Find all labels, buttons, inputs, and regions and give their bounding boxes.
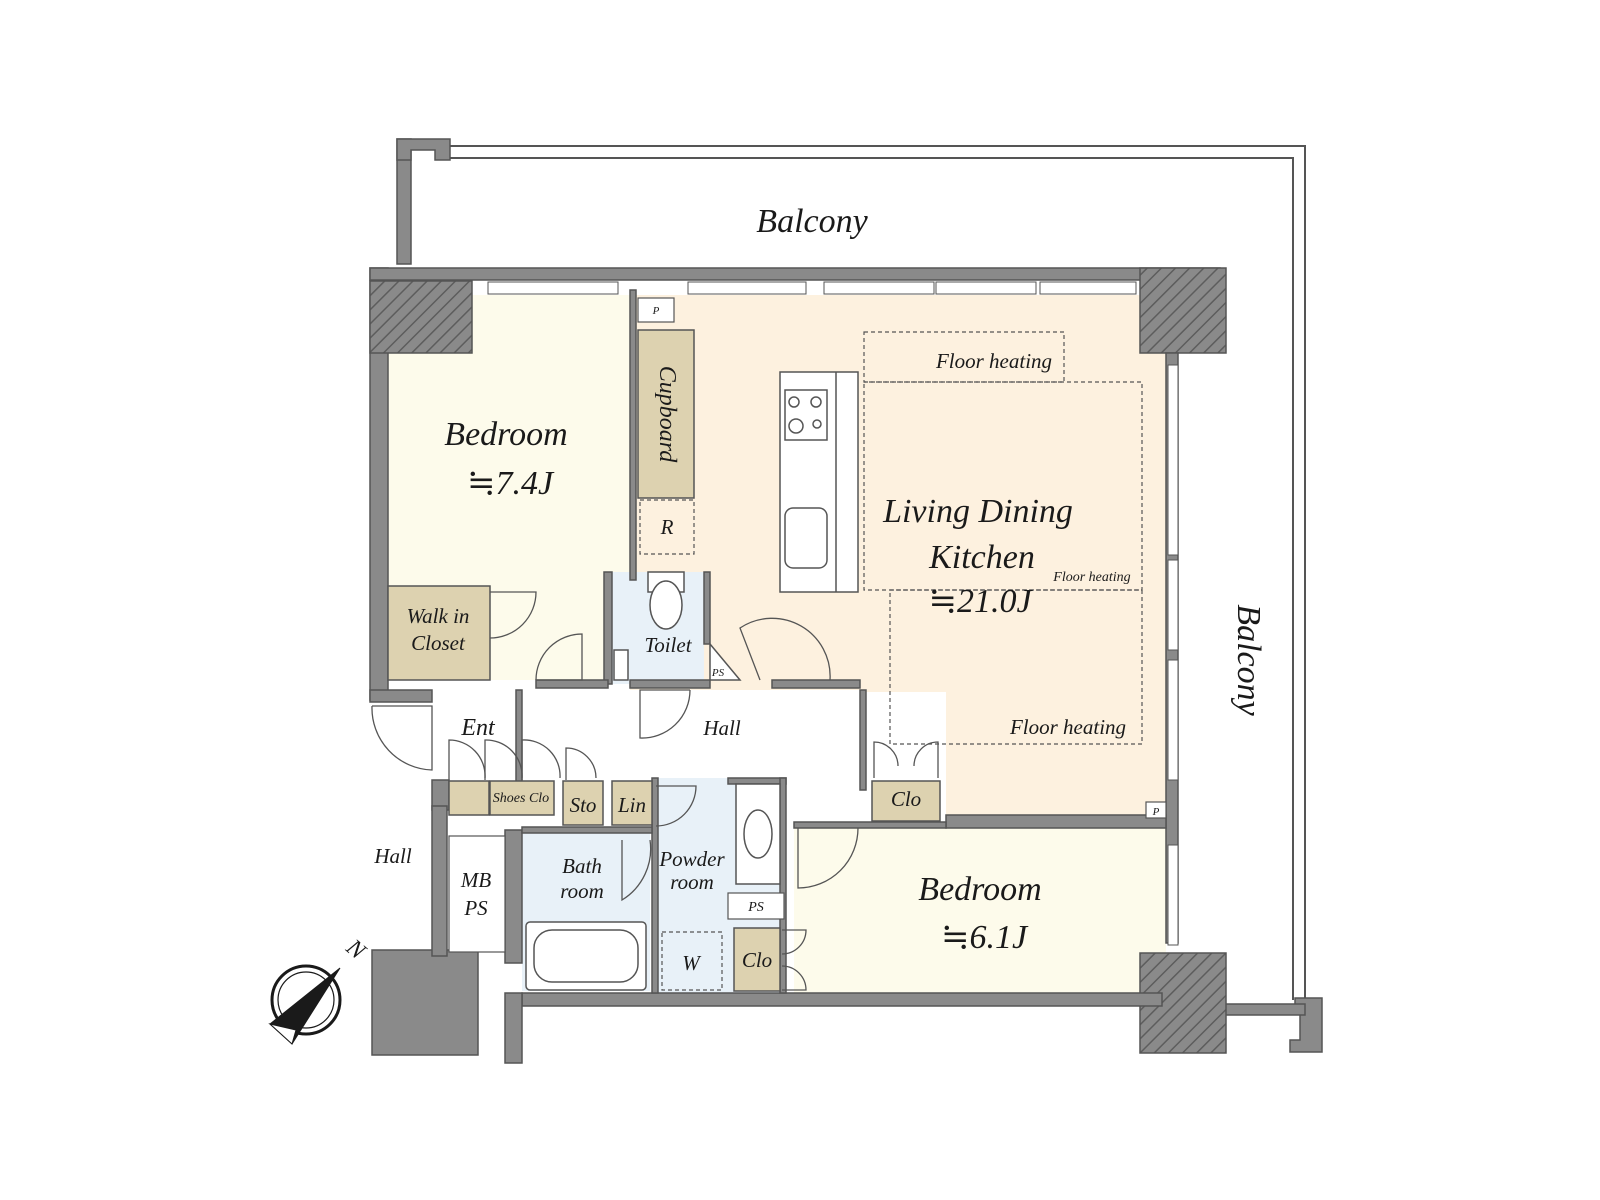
floor-heating-area-3 bbox=[889, 589, 1143, 745]
balcony-top-label: Balcony bbox=[756, 203, 868, 240]
labels: Balcony Balcony Bedroom ≒7.4J Living Din… bbox=[340, 203, 1267, 975]
walk-in-closet-line1: Walk in bbox=[407, 604, 470, 628]
windows bbox=[487, 281, 1179, 946]
floor-heating-label-2: Floor heating bbox=[1052, 570, 1130, 585]
hall-floor bbox=[432, 690, 860, 780]
hall-outer-label: Hall bbox=[373, 844, 412, 868]
closet-bed2-box bbox=[733, 927, 781, 992]
ps-powder-label: PS bbox=[747, 900, 764, 915]
pipe-space-top-box bbox=[637, 297, 675, 323]
pipe-space-top-label: P bbox=[652, 305, 660, 317]
floor-heating-label-1: Floor heating bbox=[935, 349, 1052, 373]
ldk-name-line1: Living Dining bbox=[882, 493, 1073, 530]
compass-rose bbox=[268, 964, 342, 1045]
floor-heating-label-3: Floor heating bbox=[1009, 715, 1126, 739]
shoes-closet-box-b bbox=[489, 780, 555, 816]
closet-bed2-label: Clo bbox=[742, 948, 772, 972]
hall-inner-label: Hall bbox=[702, 716, 741, 740]
bathtub bbox=[525, 921, 647, 991]
doors bbox=[371, 591, 939, 991]
mbps-label-line2: PS bbox=[463, 896, 488, 920]
mbps-box bbox=[448, 835, 506, 953]
balcony-right-label: Balcony bbox=[1230, 604, 1267, 716]
storage-box bbox=[562, 780, 604, 826]
shoes-closet-label: Shoes Clo bbox=[493, 791, 549, 806]
bedroom-1-size: ≒7.4J bbox=[467, 465, 555, 502]
ps-small-label: PS bbox=[711, 667, 725, 679]
bedroom-2-name: Bedroom bbox=[918, 871, 1041, 908]
bedroom-1-floor bbox=[388, 295, 630, 680]
closet-ldk-box bbox=[871, 780, 941, 822]
toilet-label: Toilet bbox=[644, 633, 692, 657]
linen-box bbox=[611, 780, 653, 826]
pipe-space-right-box bbox=[1145, 801, 1167, 819]
balcony-outline bbox=[440, 145, 1306, 1000]
storage-label: Sto bbox=[570, 793, 597, 817]
washer-label: W bbox=[682, 951, 702, 975]
refrigerator-space bbox=[639, 499, 695, 555]
ldk-name-line2: Kitchen bbox=[928, 539, 1035, 576]
walk-in-closet-box bbox=[387, 585, 491, 681]
cupboard-box bbox=[637, 329, 695, 499]
powder-label-line1: Powder bbox=[658, 847, 725, 871]
shoes-closet-box-a bbox=[448, 780, 490, 816]
mbps-label-line1: MB bbox=[460, 868, 491, 892]
storage-boxes bbox=[387, 329, 941, 992]
basin bbox=[735, 783, 781, 885]
bedroom-2-floor bbox=[794, 828, 1166, 993]
ldk-size: ≒21.0J bbox=[928, 583, 1033, 620]
sink bbox=[784, 507, 828, 569]
powder-label-line2: room bbox=[670, 870, 714, 894]
small-boxes bbox=[448, 297, 1167, 953]
bath-label-line2: room bbox=[560, 879, 604, 903]
pipe-space-right-label: P bbox=[1152, 806, 1160, 818]
cupboard-label: Cupboard bbox=[654, 366, 680, 463]
closet-ldk-label: Clo bbox=[891, 787, 921, 811]
entrance-label: Ent bbox=[460, 715, 496, 741]
compass-north-label: N bbox=[340, 934, 371, 966]
linen-label: Lin bbox=[617, 793, 646, 817]
toilet-fixture bbox=[613, 571, 742, 681]
dashed-outlines bbox=[639, 331, 1143, 991]
kitchen-island bbox=[779, 371, 859, 593]
bath-label-line1: Bath bbox=[562, 854, 602, 878]
bedroom-2-size: ≒6.1J bbox=[941, 919, 1029, 956]
washer-space bbox=[661, 931, 723, 991]
walk-in-closet-line2: Closet bbox=[411, 631, 466, 655]
ps-powder-box bbox=[727, 892, 785, 920]
bedroom-1-name: Bedroom bbox=[444, 416, 567, 453]
refrigerator-label: R bbox=[660, 515, 674, 539]
